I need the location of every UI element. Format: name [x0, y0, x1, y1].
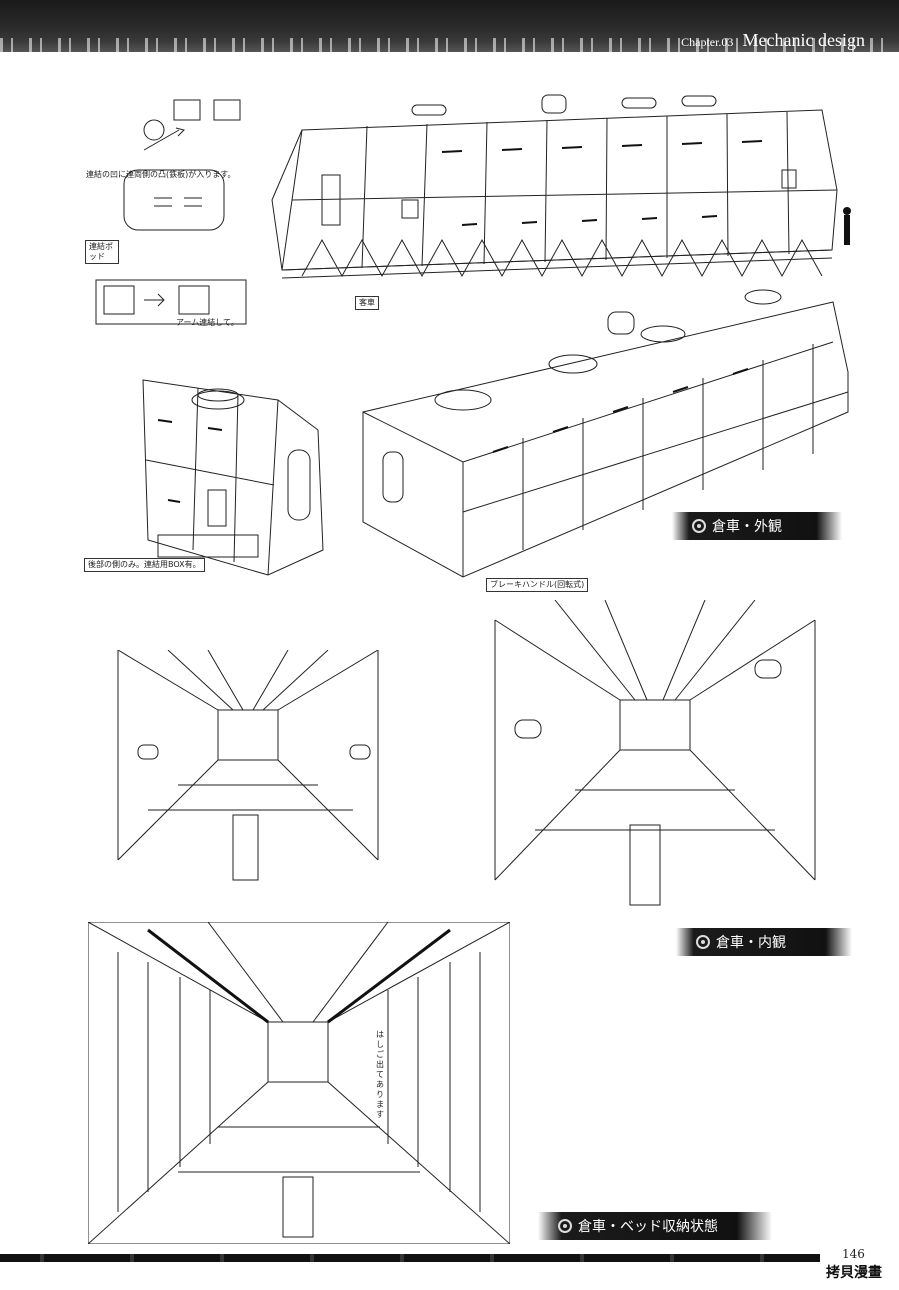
header-band: Chapter.03 Mechanic design [0, 0, 899, 52]
gear-icon [692, 519, 706, 533]
chapter-title: Chapter.03 Mechanic design [681, 30, 865, 51]
gear-icon [696, 935, 710, 949]
ladder-note: はしご出てあります [376, 1030, 384, 1119]
passenger-car-label: 客車 [355, 296, 379, 310]
exterior-label-text: 倉車・外観 [712, 519, 782, 535]
interior-label-text: 倉車・内観 [716, 935, 786, 951]
footer-band [0, 1254, 820, 1262]
exterior-label: 倉車・外観 [672, 512, 842, 540]
watermark: 拷貝漫畫 [826, 1265, 882, 1281]
chapter-number: Chapter.03 [681, 35, 734, 49]
section-title: Mechanic design [742, 30, 865, 50]
storage-car-interior-view-1 [88, 650, 422, 890]
page-number: 146 [842, 1247, 865, 1261]
handle-note: ブレーキハンドル(回転式) [486, 578, 589, 592]
coupling-pod-label: 連結ポッド [85, 240, 119, 264]
arm-coupling-note: アーム連結して。 [176, 318, 239, 327]
header-grunge [0, 38, 899, 52]
storage-car-interior-view-2 [455, 600, 860, 912]
storage-car-bed-storage-view [88, 922, 510, 1244]
passenger-car-drawing [262, 90, 872, 290]
bed-storage-label: 倉車・ベッド収納状態 [538, 1212, 772, 1240]
storage-car-perspective-view [353, 282, 853, 582]
interior-label: 倉車・内観 [676, 928, 852, 956]
storage-car-front-view [138, 350, 333, 582]
gear-icon [558, 1219, 572, 1233]
coupling-note: 連結の凹に連両側の凸(鉄板)が入ります。 [86, 170, 236, 179]
rear-only-note: 後部の側のみ。連結用BOX有。 [84, 558, 205, 572]
coupling-sketch [84, 90, 264, 330]
bed-storage-label-text: 倉車・ベッド収納状態 [578, 1219, 718, 1235]
